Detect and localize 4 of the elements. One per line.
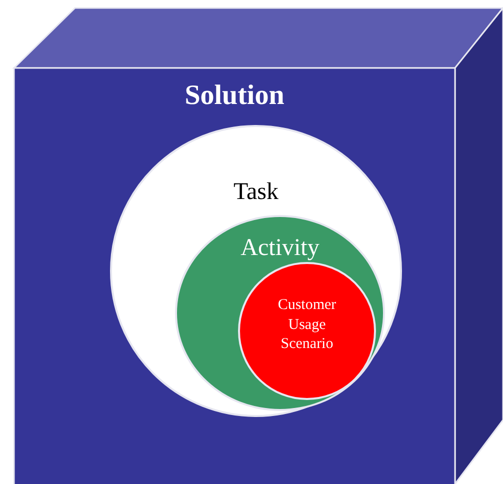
circle-label: Task (232, 179, 280, 206)
circle-label: Activity (240, 235, 320, 262)
circle-label: Customer Usage Scenario (276, 296, 338, 354)
heading: Solution (184, 80, 286, 112)
